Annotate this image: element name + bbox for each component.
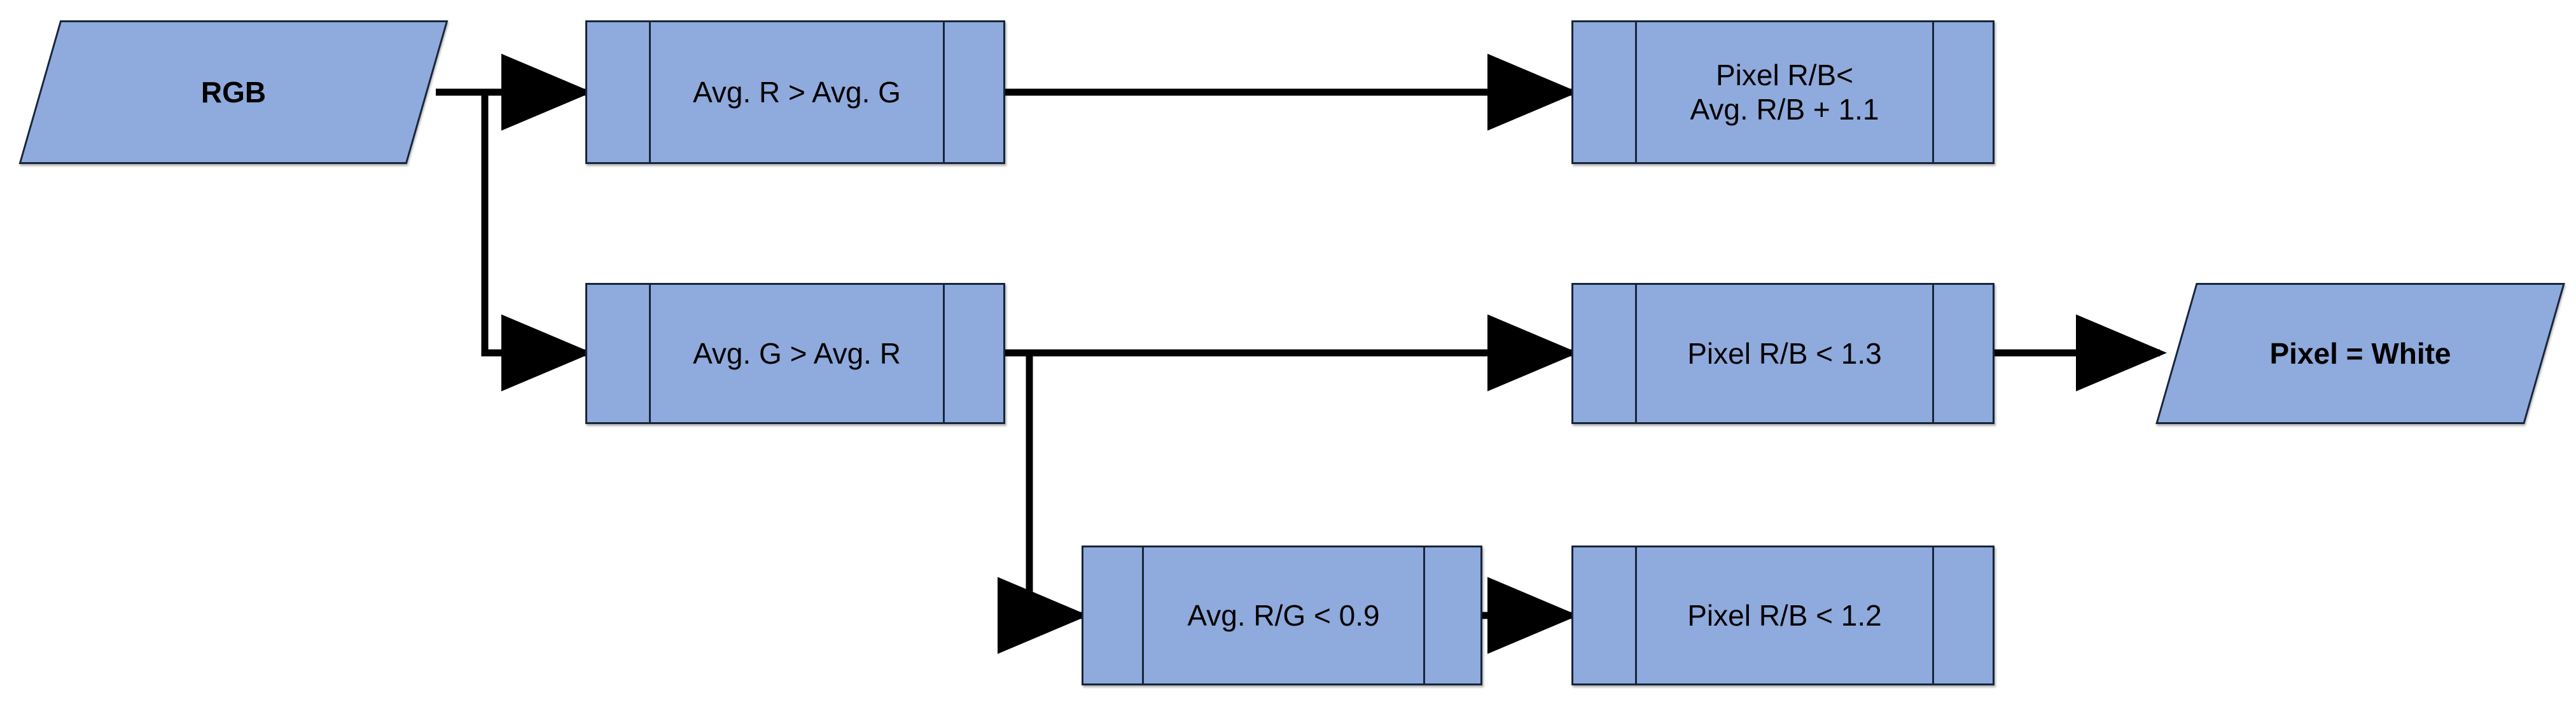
node-avg-g-gt-r-right-bar [943,285,1003,422]
node-avg-g-gt-r-left-bar [587,285,651,422]
node-rgb[interactable] [18,20,449,164]
node-avg-g-gt-r-label: Avg. G > Avg. R [693,336,901,370]
node-avg-r-gt-g-left-bar [587,22,651,162]
edge-avg-g-gt-r-to-avg-rg-09 [998,353,1089,654]
node-pixel-rb-avg-right-bar [1932,22,1993,162]
node-avg-rg-09-right-bar [1423,547,1480,683]
node-pixel-rb-13-label: Pixel R/B < 1.3 [1687,336,1882,370]
node-avg-r-gt-g-right-bar [943,22,1003,162]
node-pixel-rb-lt-1-2[interactable]: Pixel R/B < 1.2 [1571,546,1995,685]
node-pixel-rb-lt-1-3[interactable]: Pixel R/B < 1.3 [1571,283,1995,424]
edge-rgb-split-drop [481,92,592,392]
node-pixel-rb-12-label: Pixel R/B < 1.2 [1687,598,1882,632]
node-avg-r-gt-g-label: Avg. R > Avg. G [693,75,901,109]
node-avg-g-gt-r[interactable]: Avg. G > Avg. R [585,283,1005,424]
node-pixel-white[interactable] [2155,283,2565,424]
node-avg-rg-09-label: Avg. R/G < 0.9 [1187,598,1380,632]
node-pixel-rb-lt-avg-rb-plus-1-1[interactable]: Pixel R/B< Avg. R/B + 1.1 [1571,20,1995,164]
node-avg-rg-09-left-bar [1083,547,1144,683]
node-pixel-rb-13-left-bar [1573,285,1637,422]
node-avg-rg-lt-0-9[interactable]: Avg. R/G < 0.9 [1082,546,1482,685]
node-pixel-rb-avg-left-bar [1573,22,1637,162]
node-avg-r-gt-g[interactable]: Avg. R > Avg. G [585,20,1005,164]
node-pixel-rb-12-right-bar [1932,547,1993,683]
node-pixel-rb-12-left-bar [1573,547,1637,683]
node-pixel-rb-13-right-bar [1932,285,1993,422]
node-pixel-rb-avg-label: Pixel R/B< Avg. R/B + 1.1 [1690,58,1879,126]
